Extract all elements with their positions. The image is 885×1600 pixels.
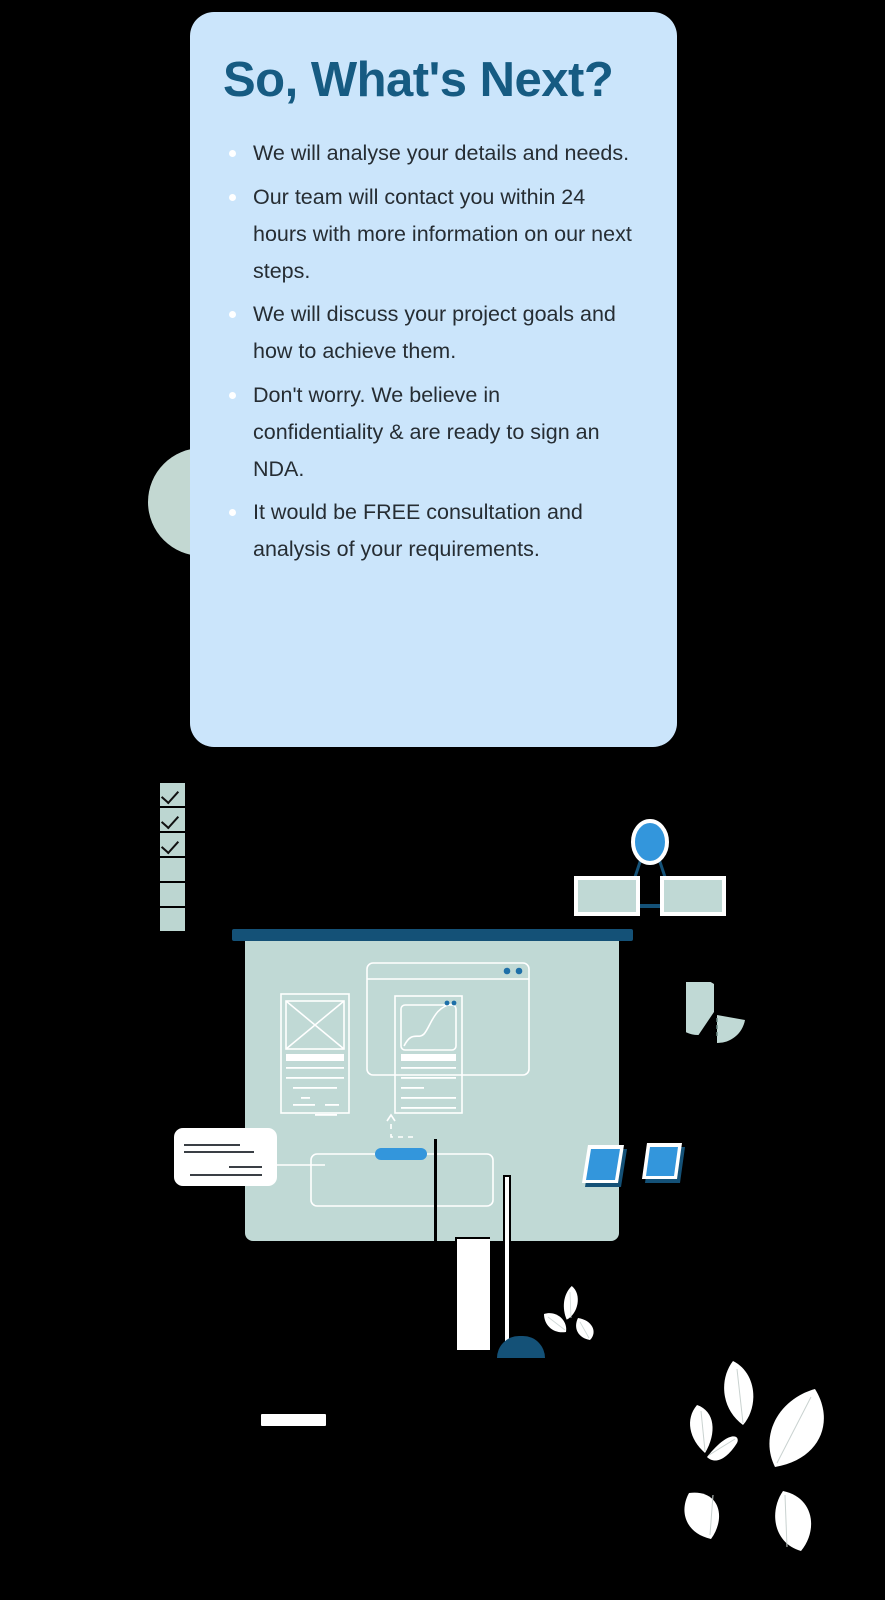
page-title: So, What's Next? bbox=[223, 53, 614, 107]
checkbox-empty-icon bbox=[160, 883, 185, 906]
note-line bbox=[229, 1166, 262, 1168]
list-item: We will analyse your details and needs. bbox=[223, 135, 633, 172]
monitor-divider bbox=[434, 1139, 437, 1319]
checkbox-empty-icon bbox=[160, 858, 185, 881]
pie-chart bbox=[670, 979, 748, 1044]
button-placeholder bbox=[375, 1148, 427, 1160]
monitor-stand-leg bbox=[455, 1237, 490, 1350]
next-steps-card: So, What's Next? We will analyse your de… bbox=[190, 12, 677, 747]
list-item: It would be FREE consultation and analys… bbox=[223, 494, 633, 568]
leaf-decorations bbox=[530, 1280, 610, 1355]
tablet-device bbox=[637, 1141, 689, 1192]
checkbox-empty-icon bbox=[160, 908, 185, 931]
monitor-stand-bar bbox=[503, 1175, 511, 1350]
tablet-device bbox=[577, 1143, 631, 1196]
checkbox-checked-icon bbox=[160, 808, 185, 831]
org-flowchart bbox=[570, 818, 730, 928]
bottom-accent-bar bbox=[261, 1414, 326, 1426]
monitor-top-bar bbox=[232, 929, 633, 941]
note-line bbox=[190, 1174, 262, 1176]
checklist-column bbox=[160, 783, 185, 931]
note-line bbox=[184, 1151, 254, 1153]
monitor-screen bbox=[245, 941, 619, 1241]
next-steps-list: We will analyse your details and needs. … bbox=[223, 135, 633, 568]
checkbox-checked-icon bbox=[160, 833, 185, 856]
note-line bbox=[184, 1144, 240, 1146]
leaf-decorations bbox=[655, 1325, 880, 1565]
stand-base bbox=[497, 1336, 545, 1358]
checkbox-checked-icon bbox=[160, 783, 185, 806]
list-item: Don't worry. We believe in confidentiali… bbox=[223, 377, 633, 489]
note-card bbox=[174, 1128, 277, 1186]
list-item: Our team will contact you within 24 hour… bbox=[223, 179, 633, 291]
list-item: We will discuss your project goals and h… bbox=[223, 296, 633, 370]
